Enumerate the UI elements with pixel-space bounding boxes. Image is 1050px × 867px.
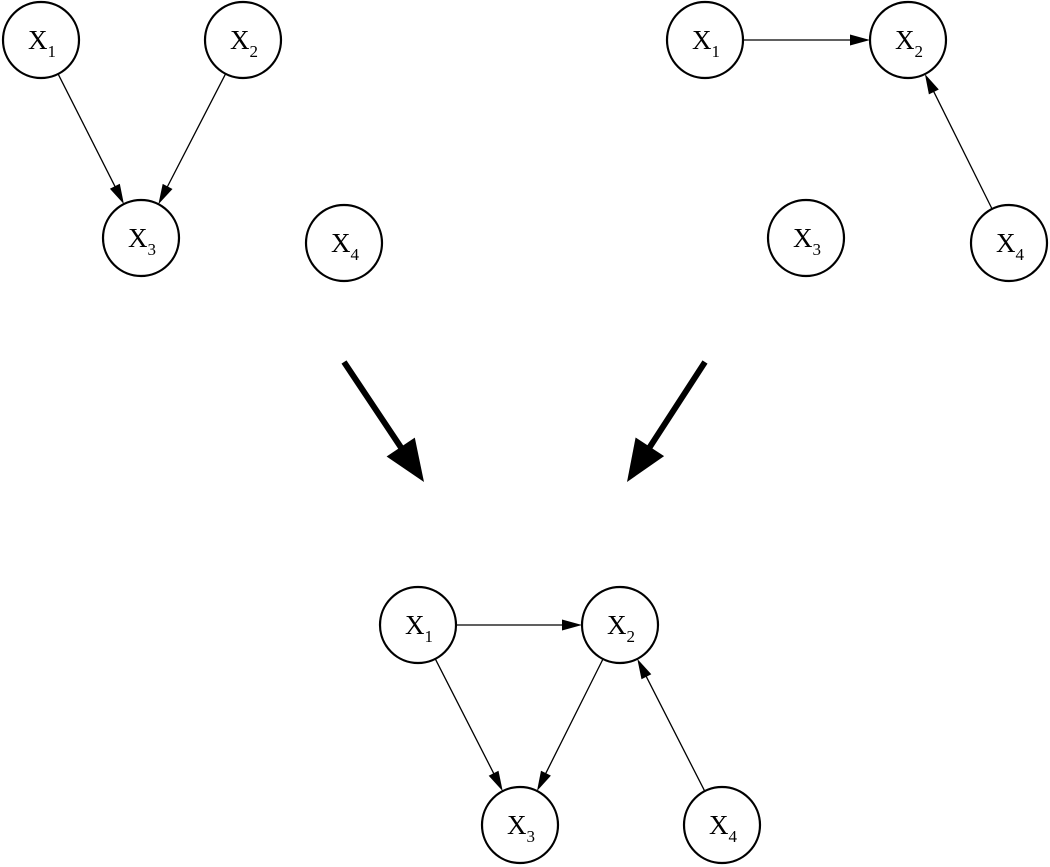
edge-arrowhead: [488, 770, 503, 792]
edge-arrowhead: [537, 770, 551, 791]
merge-arrowhead: [386, 437, 424, 482]
edge-line: [165, 73, 227, 191]
edge-x4-to-x2: [924, 74, 993, 210]
node-label: X1: [405, 610, 433, 646]
node-label: X1: [692, 25, 720, 61]
node-circle: [304, 203, 384, 283]
edge-arrowhead: [637, 658, 652, 680]
merge-arrow-top-left: [341, 360, 424, 482]
edge-line: [643, 672, 706, 792]
node-label-subscript: 1: [425, 627, 434, 646]
node-x2: X2: [580, 585, 660, 665]
edge-line: [543, 658, 604, 777]
node-label-subscript: 3: [148, 240, 157, 259]
node-label-base: X: [331, 228, 351, 258]
node-label-base: X: [692, 25, 712, 55]
merge-arrow-top-right: [627, 360, 708, 482]
node-circle: [101, 198, 181, 278]
node-label-subscript: 4: [729, 827, 738, 846]
node-label-subscript: 2: [627, 627, 636, 646]
node-x3: X3: [766, 198, 846, 278]
node-circle: [580, 585, 660, 665]
node-label: X2: [607, 610, 635, 646]
graph-top-left-edges: [57, 73, 227, 205]
node-circle: [665, 0, 745, 80]
node-label-base: X: [607, 610, 627, 640]
node-label-subscript: 3: [813, 240, 822, 259]
node-x1: X1: [1, 0, 81, 80]
edge-arrowhead: [158, 183, 173, 205]
node-x3: X3: [101, 198, 181, 278]
edge-arrowhead: [924, 74, 939, 95]
edge-arrowhead: [850, 34, 870, 46]
merge-arrows-layer: [341, 360, 708, 482]
node-label: X4: [996, 228, 1025, 264]
edge-x1-to-x3: [57, 73, 124, 205]
node-x3: X3: [480, 785, 560, 865]
node-label: X1: [28, 25, 56, 61]
node-label-base: X: [996, 228, 1016, 258]
edge-x2-to-x3: [158, 73, 227, 205]
edge-arrowhead: [562, 619, 582, 631]
node-label-subscript: 4: [1016, 245, 1025, 264]
edge-arrowhead: [109, 183, 124, 205]
node-x1: X1: [665, 0, 745, 80]
node-label-subscript: 1: [712, 42, 721, 61]
merge-arrowhead: [627, 437, 665, 482]
edge-x1-to-x2: [456, 619, 582, 631]
node-label-base: X: [128, 223, 148, 253]
node-circle: [1, 0, 81, 80]
node-label-base: X: [230, 25, 250, 55]
node-label: X2: [895, 25, 923, 61]
node-circle: [868, 0, 948, 80]
node-label-base: X: [28, 25, 48, 55]
node-label-subscript: 1: [48, 42, 57, 61]
node-label-subscript: 3: [527, 827, 536, 846]
node-label: X3: [793, 223, 821, 259]
edge-x1-to-x2: [743, 34, 870, 46]
node-x4: X4: [969, 203, 1049, 283]
node-circle: [969, 203, 1049, 283]
node-circle: [682, 785, 762, 865]
edges-layer: [57, 34, 993, 792]
node-x1: X1: [378, 585, 458, 665]
node-x4: X4: [682, 785, 762, 865]
edge-line: [434, 658, 497, 778]
edge-x1-to-x3: [434, 658, 503, 792]
node-label: X2: [230, 25, 258, 61]
node-circle: [480, 785, 560, 865]
node-x2: X2: [203, 0, 283, 80]
graph-top-right-edges: [743, 34, 993, 210]
merge-arrow-shaft: [341, 360, 407, 454]
node-circle: [378, 585, 458, 665]
edge-x4-to-x2: [637, 658, 706, 792]
node-label-base: X: [405, 610, 425, 640]
graph-bottom-edges: [434, 619, 706, 792]
node-circle: [203, 0, 283, 80]
node-label-base: X: [793, 223, 813, 253]
edge-x2-to-x3: [537, 658, 604, 791]
edge-line: [931, 88, 993, 210]
node-label-subscript: 2: [915, 42, 924, 61]
node-label-subscript: 4: [351, 245, 360, 264]
node-x4: X4: [304, 203, 384, 283]
node-label-base: X: [507, 810, 527, 840]
node-label-base: X: [709, 810, 729, 840]
node-label: X3: [507, 810, 535, 846]
node-label-base: X: [895, 25, 915, 55]
node-label: X4: [331, 228, 360, 264]
node-label: X3: [128, 223, 156, 259]
node-circle: [766, 198, 846, 278]
node-x2: X2: [868, 0, 948, 80]
merge-arrow-shaft: [643, 360, 708, 454]
edge-line: [57, 73, 118, 191]
node-label: X4: [709, 810, 738, 846]
node-label-subscript: 2: [250, 42, 259, 61]
